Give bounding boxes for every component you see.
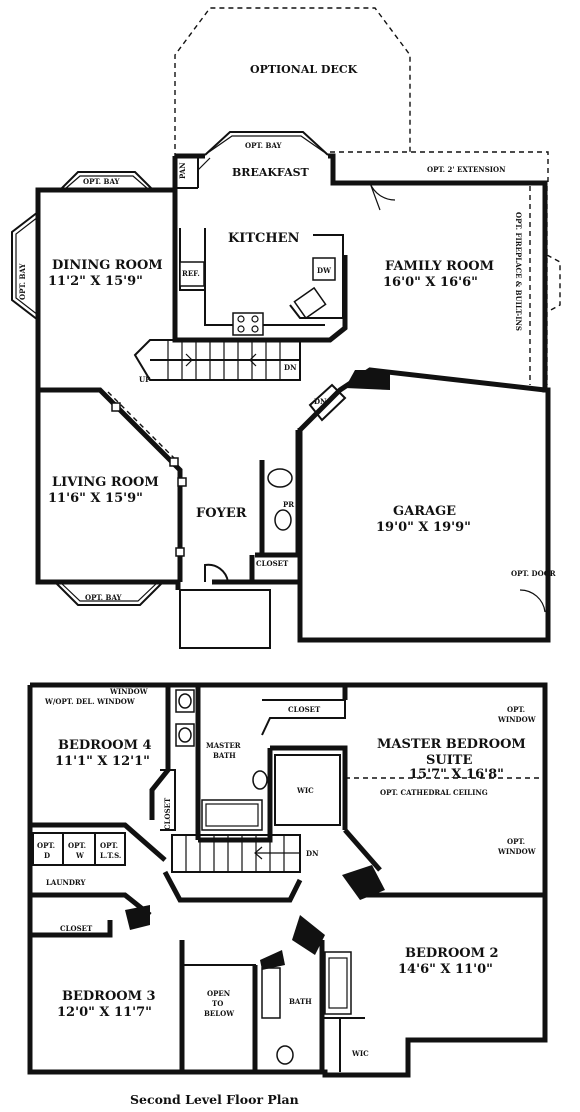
label-opt-window-mid-2: WINDOW <box>497 847 536 856</box>
label-bedroom-4: BEDROOM 4 <box>58 738 152 753</box>
label-opt-window-mid-1: OPT. <box>507 837 525 846</box>
label-kitchen: KITCHEN <box>228 231 300 246</box>
label-bedroom-2-dims: 14'6" X 11'0" <box>398 962 493 977</box>
label-breakfast: BREAKFAST <box>232 166 310 179</box>
label-stair-dn-2: DN <box>306 849 319 858</box>
pantry-walls <box>175 156 199 189</box>
label-opt-bay-side: OPT. BAY <box>18 262 27 300</box>
label-closet-bedroom-4: CLOSET <box>163 797 172 830</box>
label-wic-master: WIC <box>296 786 314 795</box>
label-opt-bay-living: OPT. BAY <box>85 593 123 602</box>
front-door <box>204 563 229 583</box>
optional-deck-outline <box>174 7 411 158</box>
optional-extension <box>330 151 549 182</box>
label-bedroom-3-dims: 12'0" X 11'7" <box>57 1005 152 1020</box>
garage-walls <box>298 367 546 432</box>
label-powder-room: PR <box>283 500 294 509</box>
label-cathedral: OPT. CATHEDRAL CEILING <box>380 788 488 797</box>
label-opt-window-top-1: OPT. <box>507 705 525 714</box>
plan-caption: Second Level Floor Plan <box>130 1092 299 1107</box>
living-room-walls <box>38 387 183 582</box>
label-bedroom-2: BEDROOM 2 <box>405 946 499 961</box>
first-level-plan <box>11 7 561 649</box>
label-living-dims: 11'6" X 15'9" <box>48 491 143 506</box>
label-open-below-3: BELOW <box>204 1009 234 1018</box>
label-closet-master: CLOSET <box>288 705 321 714</box>
kitchen-walls <box>172 190 348 343</box>
label-garage-dims: 19'0" X 19'9" <box>376 520 471 535</box>
second-floor-stairs <box>162 834 303 903</box>
label-closet-foyer: CLOSET <box>256 559 289 568</box>
laundry-appliances <box>32 832 126 866</box>
dining-side-bay <box>11 211 39 321</box>
powder-toilet <box>274 509 292 531</box>
label-wic-bedroom-2: WIC <box>351 1049 369 1058</box>
label-foyer: FOYER <box>196 506 247 521</box>
label-opt-window-top-2: WINDOW <box>497 715 536 724</box>
label-garage-down: DN <box>314 397 327 406</box>
refrigerator <box>179 261 205 287</box>
label-bath: BATH <box>289 997 312 1006</box>
cooktop <box>232 312 264 336</box>
label-opt-dryer-1: OPT. <box>37 841 55 850</box>
label-laundry: LAUNDRY <box>46 878 87 887</box>
label-family-room: FAMILY ROOM <box>385 259 494 274</box>
kitchen-sink <box>293 286 327 320</box>
dining-top-bay <box>59 171 154 191</box>
label-living-room: LIVING ROOM <box>52 475 159 490</box>
label-pantry: PAN <box>178 162 187 179</box>
label-garage: GARAGE <box>393 504 456 519</box>
label-opt-bay-breakfast: OPT. BAY <box>245 141 283 150</box>
label-opt-lts-1: OPT. <box>100 841 118 850</box>
label-bedroom-3: BEDROOM 3 <box>62 989 156 1004</box>
label-master-bath-2: BATH <box>213 751 236 760</box>
label-opt-washer-1: OPT. <box>68 841 86 850</box>
label-opt-washer-2: W <box>75 851 84 860</box>
label-bedroom-4-dims: 11'1" X 12'1" <box>55 754 150 769</box>
label-window-note-1: WINDOW <box>109 687 148 696</box>
front-stoop <box>179 589 271 649</box>
label-dishwasher: DW <box>317 266 331 275</box>
label-open-below-1: OPEN <box>207 989 231 998</box>
label-opt-fireplace: OPT. FIREPLACE & BUILT-INS <box>514 212 523 331</box>
powder-room-walls <box>259 430 301 558</box>
label-open-below-2: TO <box>212 999 223 1008</box>
label-opt-extension: OPT. 2' EXTENSION <box>427 165 506 174</box>
label-master-dims: 15'7" X 16'8" <box>409 767 504 782</box>
first-floor-exterior-walls <box>35 156 181 590</box>
label-master-suite-1: MASTER BEDROOM <box>377 737 526 752</box>
label-opt-lts-2: L.T.S. <box>100 851 121 860</box>
label-master-bath-1: MASTER <box>206 741 241 750</box>
label-stair-down: DN <box>284 363 297 372</box>
second-level-plan <box>27 682 548 1078</box>
label-optional-deck: OPTIONAL DECK <box>250 63 358 76</box>
label-family-dims: 16'0" X 16'6" <box>383 275 478 290</box>
powder-sink <box>267 468 293 488</box>
label-closet-bedroom-3: CLOSET <box>60 924 93 933</box>
label-dining-room: DINING ROOM <box>52 258 163 273</box>
label-opt-bay-dining: OPT. BAY <box>83 177 121 186</box>
living-bottom-bay <box>54 581 164 606</box>
kitchen-island <box>289 234 344 319</box>
label-stair-up: UP <box>139 375 151 384</box>
label-opt-dryer-2: D <box>44 851 50 860</box>
breakfast-bay <box>204 131 329 156</box>
dishwasher <box>312 257 336 281</box>
label-dining-dims: 11'2" X 15'9" <box>48 274 143 289</box>
label-master-suite-2: SUITE <box>426 753 472 768</box>
label-window-note-2: W/OPT. DEL. WINDOW <box>44 697 135 706</box>
first-floor-stairs <box>133 339 301 381</box>
label-opt-door-1: OPT. DOOR <box>511 569 556 578</box>
label-refrigerator: REF. <box>182 269 200 278</box>
